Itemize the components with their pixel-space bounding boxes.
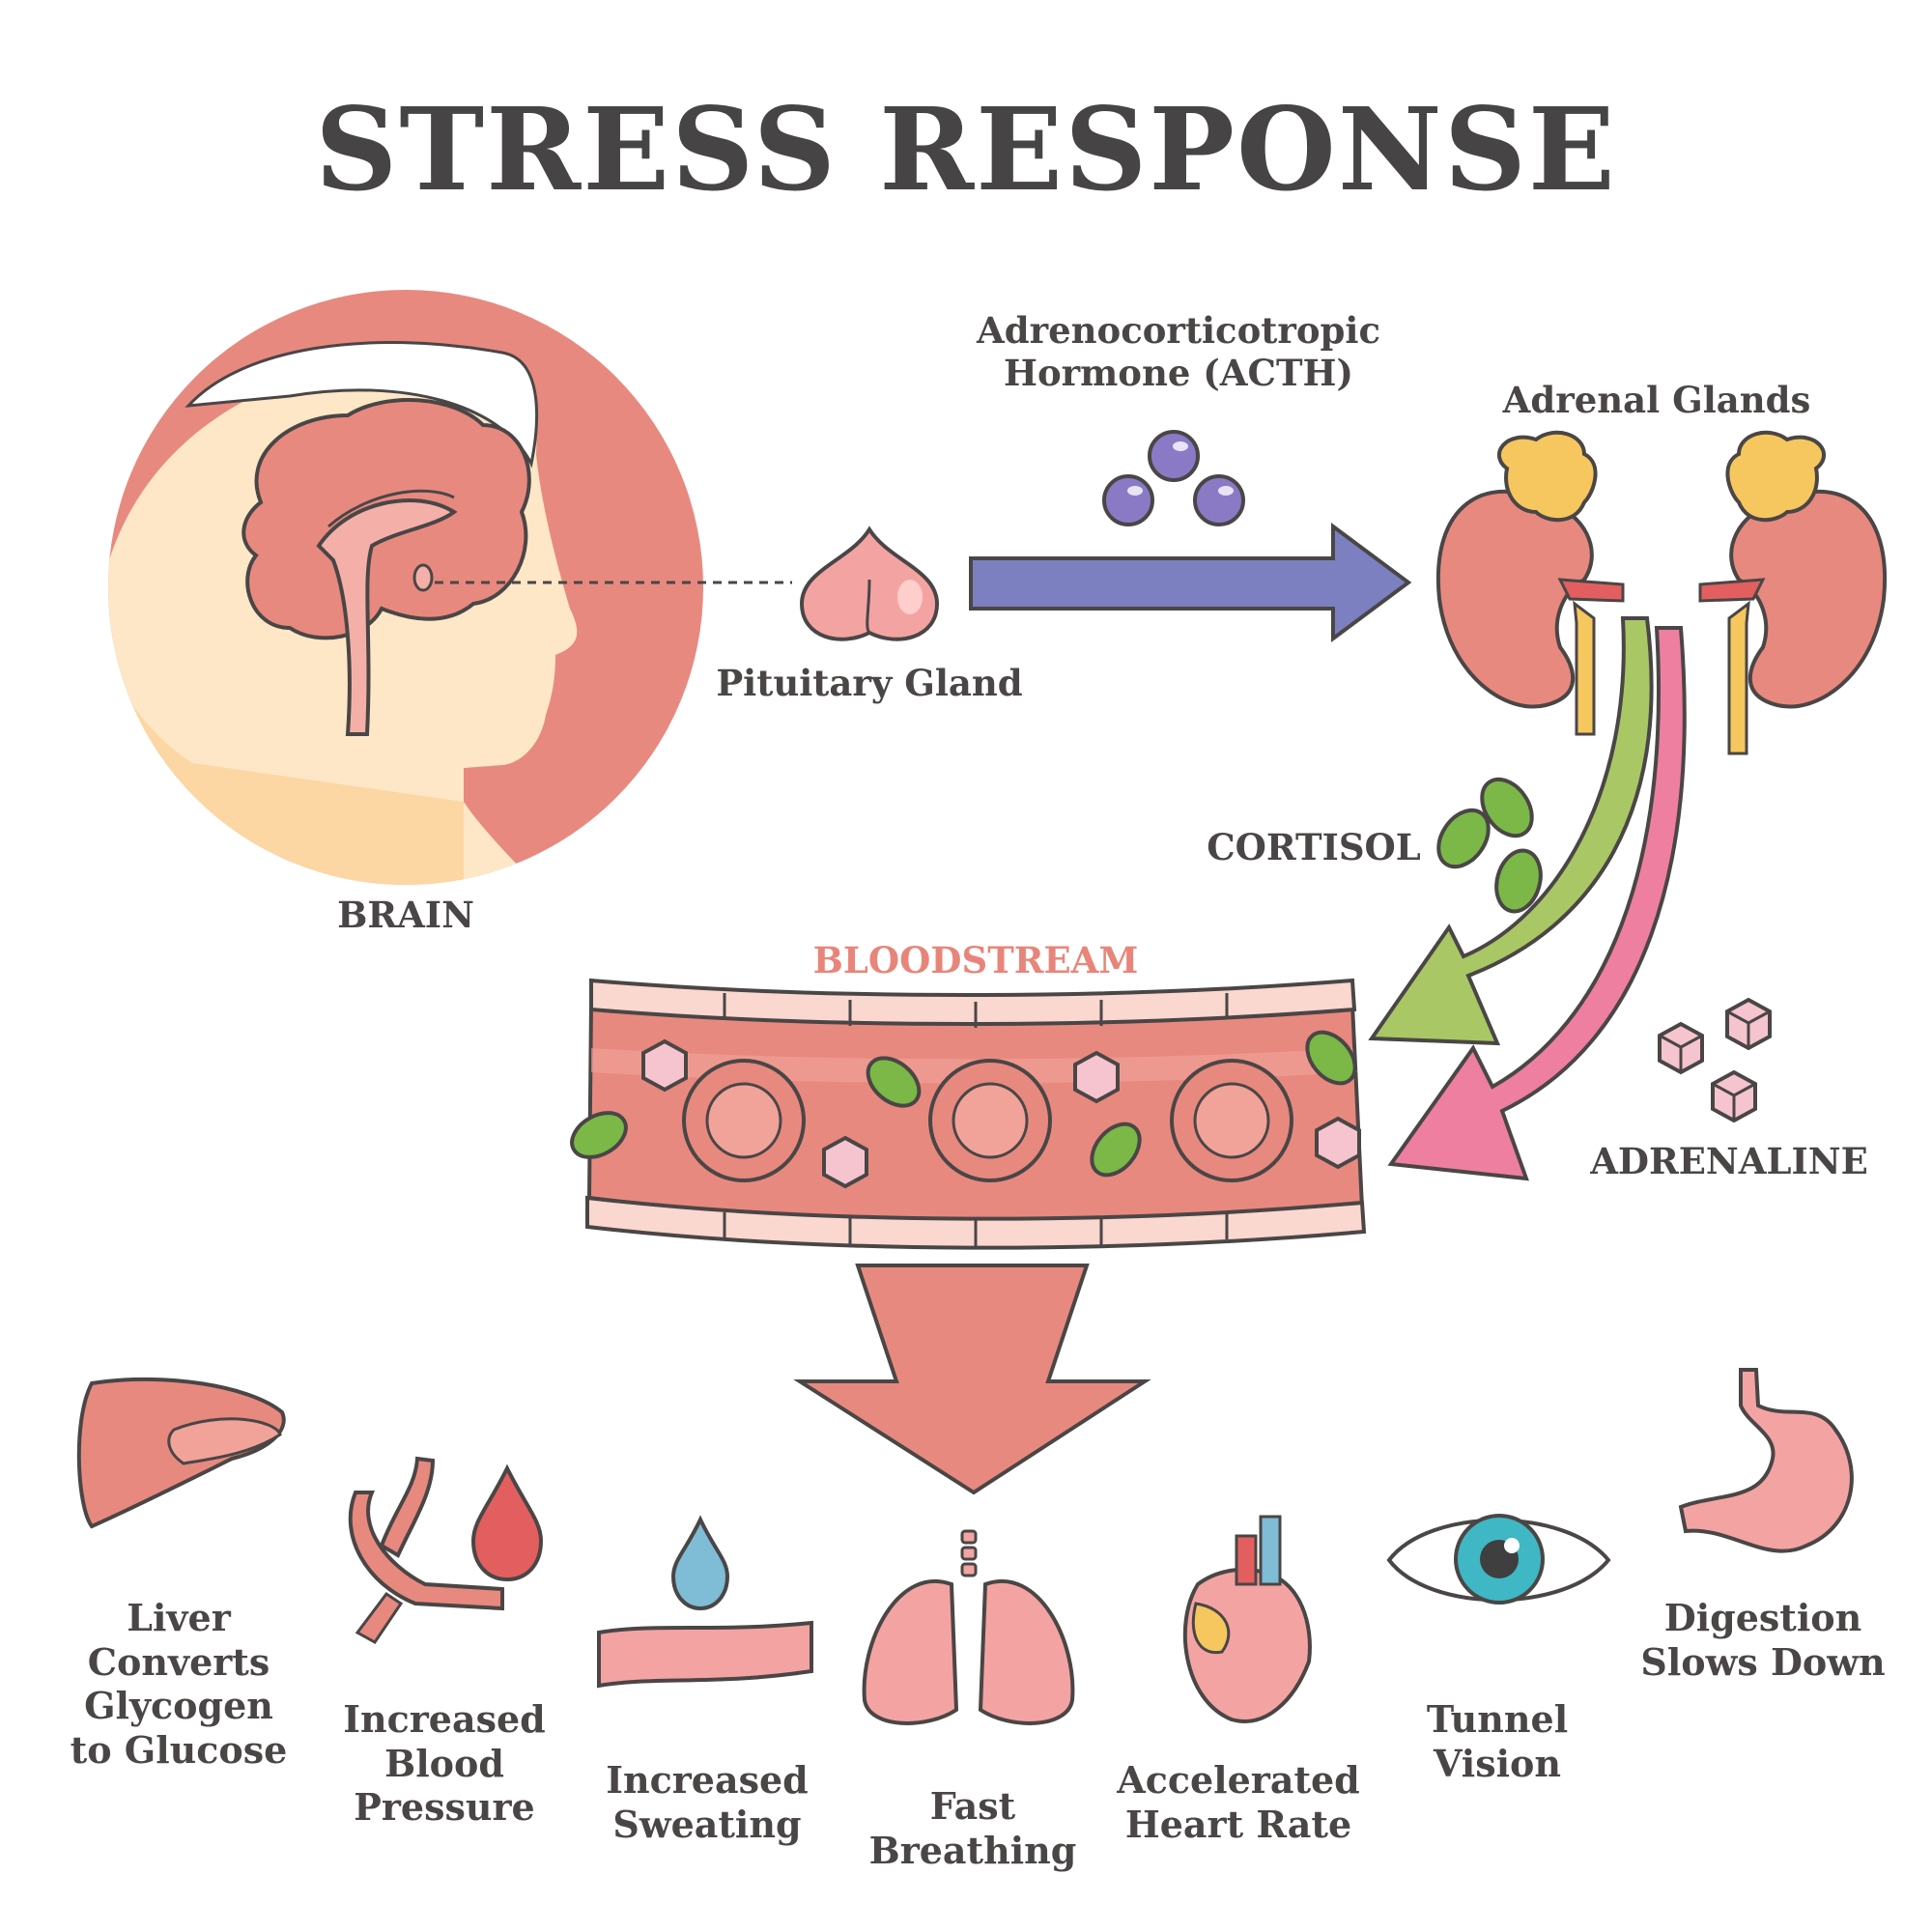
brain-head-icon	[108, 290, 792, 885]
brain-label: BRAIN	[337, 894, 474, 936]
pituitary-gland-icon	[799, 526, 940, 641]
cortisol-label: CORTISOL	[1207, 826, 1421, 868]
adrenal-glands-icon	[1435, 430, 1888, 755]
effects-arrow	[793, 1264, 1151, 1495]
adrenaline-molecule-icon	[1658, 997, 1772, 1123]
acth-arrow	[969, 523, 1412, 642]
stomach-icon	[1678, 1368, 1854, 1553]
cortisol-molecule-icon	[1436, 777, 1543, 914]
acth-label: Adrenocorticotropic Hormone (ACTH)	[977, 309, 1380, 395]
sweat-drop-skin-icon	[597, 1515, 813, 1689]
effect-tunnel-vision-label: Tunnel Vision	[1426, 1697, 1569, 1785]
page-title: STRESS RESPONSE	[315, 82, 1617, 216]
blood-vessel-drop-icon	[348, 1456, 544, 1644]
lungs-icon	[862, 1529, 1075, 1725]
adrenaline-arrow	[1387, 626, 1687, 1181]
effect-digestion-label: Digestion Slows Down	[1640, 1596, 1886, 1684]
heart-icon	[1182, 1515, 1312, 1723]
pituitary-gland-label: Pituitary Gland	[716, 662, 1023, 704]
bloodstream-vessel-icon	[570, 978, 1367, 1250]
effect-sweating-label: Increased Sweating	[606, 1758, 809, 1846]
effect-liver-label: Liver Converts Glycogen to Glucose	[70, 1596, 288, 1772]
adrenal-glands-label: Adrenal Glands	[1502, 379, 1811, 421]
effect-heart-rate-label: Accelerated Heart Rate	[1117, 1758, 1360, 1846]
bloodstream-label: BLOODSTREAM	[812, 939, 1139, 981]
effect-breathing-label: Fast Breathing	[868, 1784, 1077, 1872]
liver-icon	[76, 1377, 286, 1529]
acth-molecule-icon	[1102, 430, 1245, 526]
adrenaline-label: ADRENALINE	[1590, 1140, 1868, 1182]
effect-blood-pressure-label: Increased Blood Pressure	[343, 1697, 546, 1830]
eye-icon	[1386, 1514, 1611, 1605]
cortisol-arrow	[1368, 616, 1654, 1046]
